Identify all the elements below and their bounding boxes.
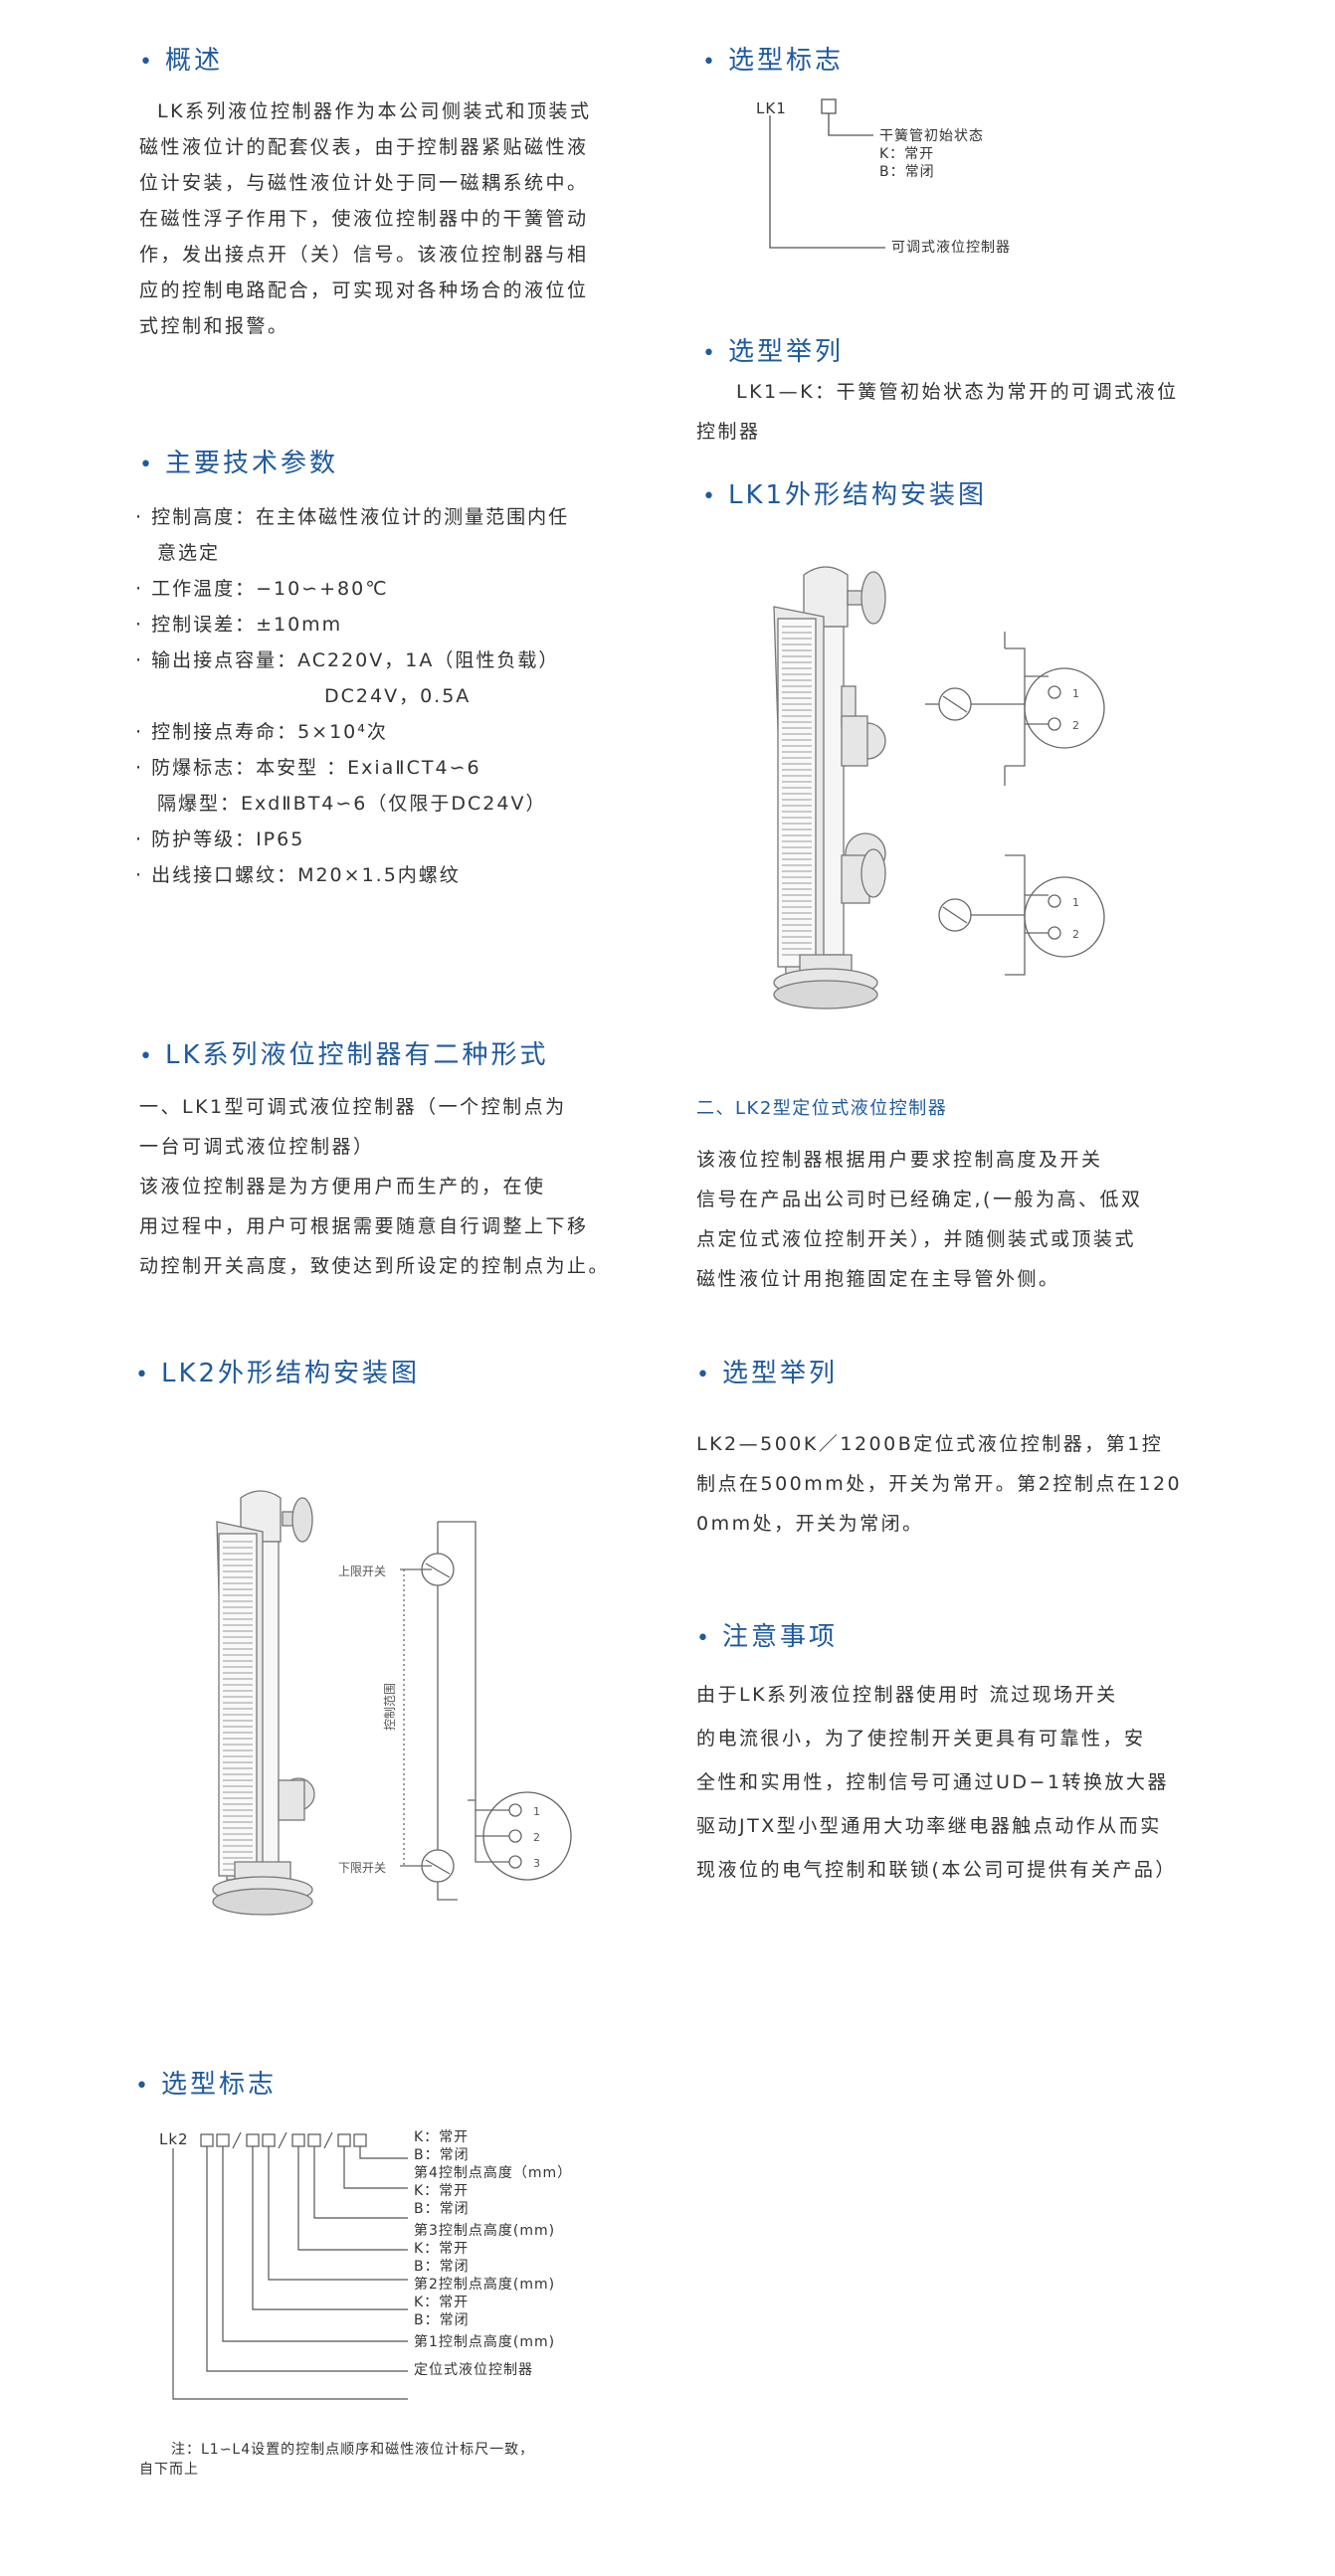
legend-line: B：常闭 [414, 2147, 470, 2163]
params-heading: •主要技术参数 [139, 449, 338, 478]
legend-line: 第1控制点高度(mm) [414, 2334, 556, 2350]
lower-limit-switch-label: 下限开关 [338, 1861, 386, 1875]
legend-line: B：常闭 [414, 2259, 470, 2275]
legend-line: B：常闭 [414, 2312, 470, 2328]
legend-line: 定位式液位控制器 [414, 2362, 533, 2378]
legend-line: K：常开 [414, 2241, 470, 2257]
legend-line: 第3控制点高度(mm) [414, 2223, 556, 2239]
param-item: · 控制误差：±10mm [135, 614, 343, 636]
selection-note-line-2: 自下而上 [139, 2462, 199, 2478]
param-item: · 输出接点容量：AC220V，1A（阻性负载） [135, 649, 560, 671]
lk1-state-label: 干簧管初始状态 [879, 128, 984, 144]
selection-mark-1-diagram: LK1 干簧管初始状态 K：常开 B：常闭 可调式液位控制器 [756, 95, 1074, 265]
param-item: · 防护等级：IP65 [135, 828, 305, 850]
lk2-pin-2-label: 2 [533, 1831, 540, 1844]
selection-example-2-heading: •选型举列 [696, 1359, 838, 1388]
overview-heading: •概述 [139, 46, 223, 76]
overview-text: LK系列液位控制器作为本公司侧装式和顶装式 磁性液位计的配套仪表，由于控制器紧贴… [139, 100, 592, 337]
lk2-pin-3-label: 3 [533, 1857, 540, 1870]
selection-mark-2-heading: •选型标志 [135, 2070, 277, 2100]
lk1-pin-2-label: 2 [1072, 719, 1079, 732]
param-item: 意选定 [157, 542, 221, 564]
legend-line: 第4控制点高度（mm） [414, 2165, 573, 2181]
lk1-pin-2-label: 2 [1072, 928, 1079, 941]
param-item: DC24V，0.5A [324, 685, 472, 707]
forms-heading: •LK系列液位控制器有二种形式 [139, 1040, 549, 1070]
lk1-structure-drawing: 1 2 1 2 [756, 557, 1134, 1024]
selection-example-2-text: LK2—500K／1200B定位式液位控制器，第1控 制点在500mm处，开关为… [696, 1433, 1183, 1535]
lk2-legend-list: K：常开 B：常闭 第4控制点高度（mm） K：常开 B：常闭 第3控制点高度(… [414, 2128, 572, 2379]
param-item: · 控制接点寿命：5×10⁴次 [135, 721, 388, 743]
lk1-b-label: B：常闭 [879, 164, 935, 180]
lk1-k-label: K：常开 [879, 146, 935, 162]
lk1-diagram-heading: •LK1外形结构安装图 [702, 480, 988, 510]
lk2-fixed-text: 该液位控制器根据用户要求控制高度及开关 信号在产品出公司时已经确定,(一般为高、… [696, 1149, 1143, 1290]
lk2-model-code: Lk2 [159, 2130, 189, 2148]
lk2-structure-drawing: 上限开关 下限开关 控制范围 1 2 3 [199, 1482, 617, 1939]
param-item: · 防爆标志：本安型 ：ExiaⅡCT4∽6 [135, 757, 481, 779]
selection-example-1-heading: •选型举列 [702, 337, 844, 367]
lk1-model-code: LK1 [756, 99, 787, 117]
lk1-desc-label: 可调式液位控制器 [891, 240, 1011, 256]
param-item: · 控制高度：在主体磁性液位计的测量范围内任 [135, 506, 570, 528]
legend-line: K：常开 [414, 2183, 470, 2199]
forms-text: 一、LK1型可调式液位控制器（一个控制点为 一台可调式液位控制器） 该液位控制器… [139, 1096, 611, 1277]
selection-note-line-1: 注：L1∽L4设置的控制点顺序和磁性液位计标尺一致， [171, 2442, 535, 2458]
legend-line: 第2控制点高度(mm) [414, 2277, 556, 2293]
lk2-pin-1-label: 1 [533, 1805, 540, 1818]
selection-mark-2-diagram: Lk2 K：常开 B：常闭 第4控制点高度（mm） K：常开 B：常闭 第3控制… [159, 2128, 637, 2437]
legend-line: B：常闭 [414, 2201, 470, 2217]
lk1-pin-1-label: 1 [1072, 896, 1079, 909]
lk1-pin-1-label: 1 [1072, 687, 1079, 700]
selection-mark-1-heading: •选型标志 [702, 46, 844, 76]
notes-heading: •注意事项 [696, 1622, 838, 1652]
control-range-label: 控制范围 [383, 1683, 397, 1731]
param-item: · 工作温度：−10∽+80℃ [135, 578, 389, 600]
param-item: · 出线接口螺纹：M20×1.5内螺纹 [135, 864, 461, 886]
upper-limit-switch-label: 上限开关 [338, 1564, 386, 1578]
params-list: · 控制高度：在主体磁性液位计的测量范围内任 意选定 · 工作温度：−10∽+8… [135, 499, 692, 893]
param-item: 隔爆型：ExdⅡBT4∽6（仅限于DC24V） [157, 793, 547, 815]
legend-line: K：常开 [414, 2129, 470, 2145]
lk2-diagram-heading: •LK2外形结构安装图 [135, 1359, 421, 1388]
lk2-fixed-heading: 二、LK2型定位式液位控制器 [696, 1098, 948, 1119]
notes-text: 由于LK系列液位控制器使用时 流过现场开关 的电流很小，为了使控制开关更具有可靠… [696, 1684, 1177, 1881]
selection-example-1-text: LK1—K：干簧管初始状态为常开的可调式液位 控制器 [696, 381, 1179, 443]
legend-line: K：常开 [414, 2295, 470, 2310]
